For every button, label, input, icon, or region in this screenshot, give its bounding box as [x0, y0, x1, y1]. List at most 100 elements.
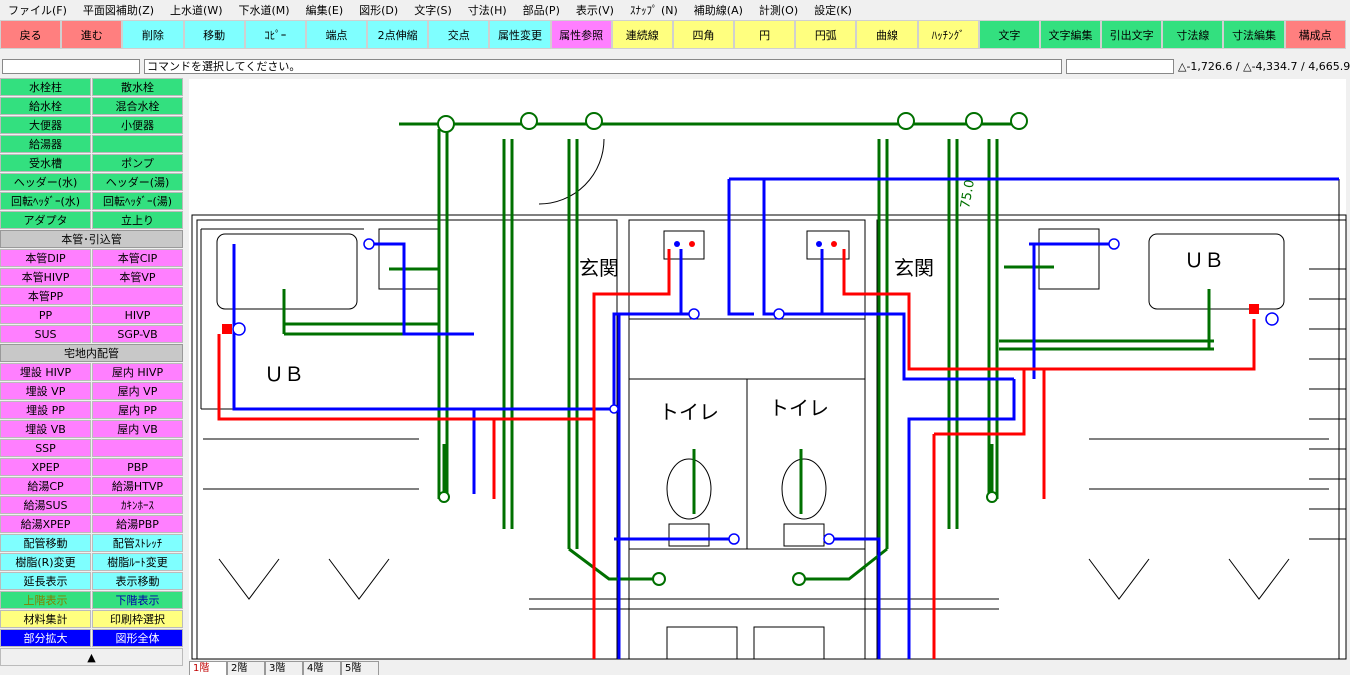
menu-item[interactable]: 表示(V) [575, 3, 614, 17]
sidebar-button[interactable]: 表示移動 [92, 572, 183, 590]
toolbar-button[interactable]: 曲線 [856, 20, 918, 49]
menu-item[interactable]: 編集(E) [305, 3, 344, 17]
plumbing-plan-drawing[interactable]: 玄関 玄関 ＵＢ ＵＢ トイレ トイレ 75.0 [189, 79, 1347, 660]
sidebar-button[interactable]: 埋設 VP [0, 382, 91, 400]
sidebar-button[interactable]: アダプタ [0, 211, 91, 229]
sidebar-button[interactable]: PP [0, 306, 91, 324]
sidebar-button[interactable]: SGP-VB [92, 325, 183, 343]
sidebar-button[interactable]: SSP [0, 439, 91, 457]
sidebar-button[interactable] [92, 135, 183, 153]
sidebar-button[interactable]: 受水槽 [0, 154, 91, 172]
drawing-canvas[interactable]: 玄関 玄関 ＵＢ ＵＢ トイレ トイレ 75.0 [189, 79, 1347, 660]
toolbar-button[interactable]: 端点 [305, 20, 368, 49]
sidebar-button[interactable]: 立上り [92, 211, 183, 229]
sidebar-button[interactable]: 大便器 [0, 116, 91, 134]
sidebar-button[interactable]: 本管DIP [0, 249, 91, 267]
toolbar-button[interactable]: 寸法線 [1162, 20, 1224, 49]
sidebar-button[interactable]: 屋内 VP [92, 382, 183, 400]
toolbar-button[interactable]: 移動 [183, 20, 245, 49]
sidebar-button[interactable]: 配管ｽﾄﾚｯﾁ [92, 534, 183, 552]
sidebar-button[interactable]: 配管移動 [0, 534, 91, 552]
sidebar-button[interactable]: 本管VP [92, 268, 183, 286]
sidebar-button[interactable]: 水栓柱 [0, 78, 91, 96]
sidebar-button[interactable]: ヘッダー(湯) [92, 173, 183, 191]
sidebar-button[interactable]: 下階表示 [92, 591, 183, 609]
sidebar-button[interactable]: 埋設 VB [0, 420, 91, 438]
menu-item[interactable]: 寸法(H) [467, 3, 507, 17]
sidebar-button[interactable]: 散水栓 [92, 78, 183, 96]
sidebar-button[interactable]: 給湯CP [0, 477, 91, 495]
toolbar-button[interactable]: 削除 [122, 20, 184, 49]
menu-item[interactable]: ファイル(F) [8, 3, 67, 17]
floor-tab[interactable]: 2階 [227, 661, 265, 675]
menu-item[interactable]: 設定(K) [814, 3, 852, 17]
toolbar-button[interactable]: 属性変更 [489, 20, 551, 49]
sidebar-button[interactable]: PBP [92, 458, 183, 476]
toolbar-button[interactable]: 引出文字 [1101, 20, 1163, 49]
sidebar-button[interactable]: 埋設 HIVP [0, 363, 91, 381]
sidebar-button[interactable]: 印刷枠選択 [92, 610, 183, 628]
floor-tab[interactable]: 1階 [189, 661, 227, 675]
sidebar-button[interactable]: 給湯PBP [92, 515, 183, 533]
sidebar-button[interactable]: 本管HIVP [0, 268, 91, 286]
menu-item[interactable]: ｽﾅｯﾌﾟ (N) [629, 3, 678, 17]
menu-item[interactable]: 上水道(W) [170, 3, 223, 17]
toolbar-button[interactable]: 進む [61, 20, 123, 49]
sidebar-button[interactable]: ｶｷﾝﾎｰｽ [92, 496, 183, 514]
sidebar-button[interactable]: 小便器 [92, 116, 183, 134]
sidebar-button[interactable] [92, 439, 183, 457]
floor-tab[interactable]: 3階 [265, 661, 303, 675]
sidebar-button[interactable]: 屋内 PP [92, 401, 183, 419]
coordinate-input[interactable] [1066, 59, 1174, 74]
sidebar-button[interactable]: 給湯XPEP [0, 515, 91, 533]
sidebar-button[interactable]: 屋内 VB [92, 420, 183, 438]
sidebar-button[interactable]: 部分拡大 [0, 629, 91, 647]
sidebar-button[interactable]: 給湯器 [0, 135, 91, 153]
sidebar-button[interactable]: SUS [0, 325, 91, 343]
toolbar-button[interactable]: 四角 [672, 20, 735, 49]
sidebar-button[interactable] [92, 287, 183, 305]
sidebar-button[interactable]: XPEP [0, 458, 91, 476]
menu-item[interactable]: 図形(D) [359, 3, 399, 17]
sidebar-button[interactable]: ポンプ [92, 154, 183, 172]
menu-item[interactable]: 平面図補助(Z) [82, 3, 155, 17]
sidebar-button[interactable]: 埋設 PP [0, 401, 91, 419]
toolbar-button[interactable]: ﾊｯﾁﾝｸﾞ [917, 20, 979, 49]
toolbar-button[interactable]: 円弧 [795, 20, 857, 49]
sidebar-button[interactable]: 混合水栓 [92, 97, 183, 115]
sidebar-button[interactable]: HIVP [92, 306, 183, 324]
sidebar-button[interactable]: 本管PP [0, 287, 91, 305]
toolbar-button[interactable]: 円 [734, 20, 796, 49]
menu-item[interactable]: 補助線(A) [693, 3, 743, 17]
command-field[interactable] [2, 59, 140, 74]
sidebar-button[interactable]: 図形全体 [92, 629, 183, 647]
sidebar-button[interactable]: 給湯HTVP [92, 477, 183, 495]
toolbar-button[interactable]: 寸法編集 [1223, 20, 1285, 49]
menu-item[interactable]: 下水道(M) [238, 3, 290, 17]
sidebar-button[interactable]: 本管CIP [92, 249, 183, 267]
sidebar-button[interactable]: 給湯SUS [0, 496, 91, 514]
sidebar-button[interactable]: 屋内 HIVP [92, 363, 183, 381]
toolbar-button[interactable]: 属性参照 [550, 20, 612, 49]
menu-item[interactable]: 部品(P) [522, 3, 560, 17]
sidebar-button[interactable]: 樹脂(R)変更 [0, 553, 91, 571]
sidebar-button[interactable]: 材料集計 [0, 610, 91, 628]
toolbar-button[interactable]: 文字 [978, 20, 1040, 49]
floor-tab[interactable]: 4階 [303, 661, 341, 675]
toolbar-button[interactable]: 交点 [428, 20, 490, 49]
toolbar-button[interactable]: 戻る [0, 20, 62, 49]
sidebar-button[interactable]: 延長表示 [0, 572, 91, 590]
toolbar-button[interactable]: 文字編集 [1039, 20, 1102, 49]
menu-item[interactable]: 計測(O) [758, 3, 799, 17]
toolbar-button[interactable]: 2点伸縮 [367, 20, 429, 49]
sidebar-button[interactable]: 上階表示 [0, 591, 91, 609]
sidebar-button[interactable]: ヘッダー(水) [0, 173, 91, 191]
sidebar-button[interactable]: 給水栓 [0, 97, 91, 115]
sidebar-button[interactable]: 回転ﾍｯﾀﾞｰ(水) [0, 192, 91, 210]
menu-item[interactable]: 文字(S) [414, 3, 452, 17]
toolbar-button[interactable]: ｺﾋﾟｰ [244, 20, 306, 49]
scroll-up-icon[interactable]: ▲ [0, 648, 183, 666]
sidebar-button[interactable]: 樹脂ﾙｰﾄ変更 [92, 553, 183, 571]
toolbar-button[interactable]: 構成点 [1284, 20, 1346, 49]
toolbar-button[interactable]: 連続線 [611, 20, 673, 49]
